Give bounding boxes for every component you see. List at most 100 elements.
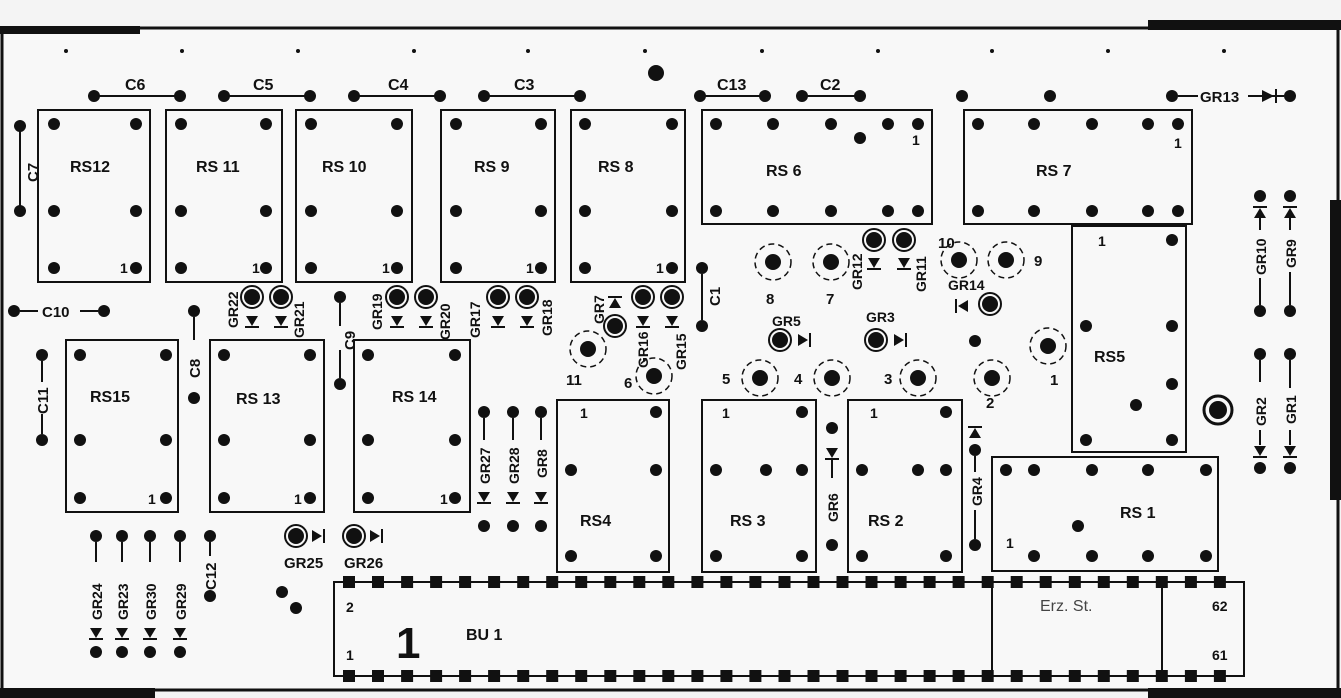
diode-gr18-label: GR18: [539, 299, 555, 336]
diode-gr8: GR8: [534, 406, 550, 532]
diode-gr20: GR20: [414, 285, 453, 340]
connector-pin-pad: [1068, 576, 1081, 588]
cap-c10-label: C10: [42, 304, 70, 321]
connector-pin-pad: [1010, 670, 1023, 682]
relay-rs13-pin: 1: [294, 491, 302, 507]
relay-rs7-label: RS 7: [1036, 163, 1072, 180]
diode-gr2: GR2: [1253, 348, 1269, 474]
cap-c1: C1: [696, 262, 724, 332]
diode-gr14: GR14: [948, 277, 1002, 316]
relay-rs4-pin: 1: [580, 405, 588, 421]
cap-c12: C12: [203, 530, 220, 602]
diode-gr6: GR6: [825, 422, 841, 551]
connector-pin-pad: [720, 576, 733, 588]
relay-rs3: RS 3 1: [701, 399, 817, 573]
diode-gr25-label: GR25: [284, 555, 323, 572]
cap-c6: C6: [88, 77, 186, 102]
relay-rs1: RS 1 1: [991, 456, 1219, 572]
diode-gr29: GR29: [173, 530, 189, 658]
diode-gr12: GR12: [849, 228, 886, 290]
connector-pin-pad: [662, 670, 675, 682]
diode-gr11-label: GR11: [913, 256, 929, 292]
diode-gr8-label: GR8: [534, 449, 550, 478]
diode-gr25: GR25: [284, 524, 325, 572]
diode-gr29-label: GR29: [173, 583, 189, 620]
pad-number: 1: [1050, 372, 1058, 389]
relay-rs3-label: RS 3: [730, 513, 766, 530]
edge-mark-r: [1330, 200, 1341, 500]
cap-c2: C2: [796, 77, 866, 102]
connector-pins-top: [343, 576, 1226, 588]
cap-c6-label: C6: [125, 77, 146, 94]
connector-pin-pad: [575, 576, 588, 588]
mount-hole-top: [648, 65, 664, 81]
relay-rs11-pin: 1: [252, 260, 260, 276]
pad-number: 11: [566, 372, 582, 389]
diode-gr5-label: GR5: [772, 313, 801, 329]
cap-c11-label: C11: [35, 387, 52, 414]
connector-pin-pad: [633, 576, 646, 588]
connector-pin-pad: [401, 576, 414, 588]
connector-pin-pad: [1039, 670, 1052, 682]
connector-pin-pad: [720, 670, 733, 682]
diode-gr24: GR24: [89, 530, 105, 658]
connector-pin-pad: [1184, 576, 1197, 588]
pad-number: 9: [1034, 253, 1042, 270]
relay-rs12-pin: 1: [120, 260, 128, 276]
connector-pin-pad: [1039, 576, 1052, 588]
connector-pin-pad: [517, 670, 530, 682]
cap-c3-label: C3: [514, 77, 535, 94]
connector-pin-62: 62: [1212, 598, 1228, 614]
pad-number: 5: [722, 371, 730, 388]
mount-hole-right-core: [1209, 401, 1227, 419]
relay-rs7-pin: 1: [1174, 135, 1182, 151]
connector-pin-pad: [546, 576, 559, 588]
relay-rs11: RS 11 1: [165, 109, 283, 283]
connector-pin-pad: [1184, 670, 1197, 682]
cap-c11: C11: [35, 349, 52, 446]
connector-pins-bottom: [343, 670, 1226, 682]
diode-gr14-label: GR14: [948, 277, 985, 293]
connector-pin-pad: [1155, 670, 1168, 682]
relay-rs2-label: RS 2: [868, 513, 904, 530]
relay-rs15-pin: 1: [148, 491, 156, 507]
connector-pin-pad: [836, 576, 849, 588]
connector-pin-pad: [459, 576, 472, 588]
pad: [956, 90, 968, 102]
diode-gr21-label: GR21: [291, 301, 307, 338]
diode-gr3: GR3: [864, 309, 907, 352]
pad-number: 10: [938, 235, 955, 252]
connector-pin-pad: [894, 670, 907, 682]
connector-pin-pad: [952, 670, 965, 682]
relay-rs1-label: RS 1: [1120, 505, 1156, 522]
diode-gr24-label: GR24: [89, 583, 105, 620]
relay-rs8-label: RS 8: [598, 159, 634, 176]
pad-number: 3: [884, 371, 892, 388]
connector-pin-pad: [952, 576, 965, 588]
diode-gr12-label: GR12: [849, 253, 865, 290]
diode-gr28-label: GR28: [506, 447, 522, 484]
relay-rs12-label: RS12: [70, 159, 110, 176]
diode-gr6-label: GR6: [825, 493, 841, 522]
connector-pin-pad: [1126, 670, 1139, 682]
connector-pin-pad: [778, 670, 791, 682]
relay-rs3-pin: 1: [722, 405, 730, 421]
diode-gr5: GR5: [768, 313, 811, 352]
cap-c4: C4: [348, 77, 446, 102]
diode-gr21: GR21: [269, 285, 307, 338]
diode-gr7: GR7: [591, 295, 627, 338]
connector-pin-2: 2: [346, 599, 354, 615]
diode-gr23: GR23: [115, 530, 131, 658]
mount-hole-right: [1202, 394, 1234, 426]
diode-gr22: GR22: [225, 285, 264, 328]
pad-number: 8: [766, 291, 774, 308]
relay-rs4-label: RS4: [580, 513, 611, 530]
diode-gr30: GR30: [143, 530, 159, 658]
pad-number: 6: [624, 375, 632, 392]
connector-pin-pad: [981, 576, 994, 588]
diode-gr26: GR26: [342, 524, 383, 572]
diode-gr13-label: GR13: [1200, 89, 1239, 106]
relay-rs13-label: RS 13: [236, 391, 281, 408]
connector-pin-pad: [865, 670, 878, 682]
cap-c5-label: C5: [253, 77, 274, 94]
